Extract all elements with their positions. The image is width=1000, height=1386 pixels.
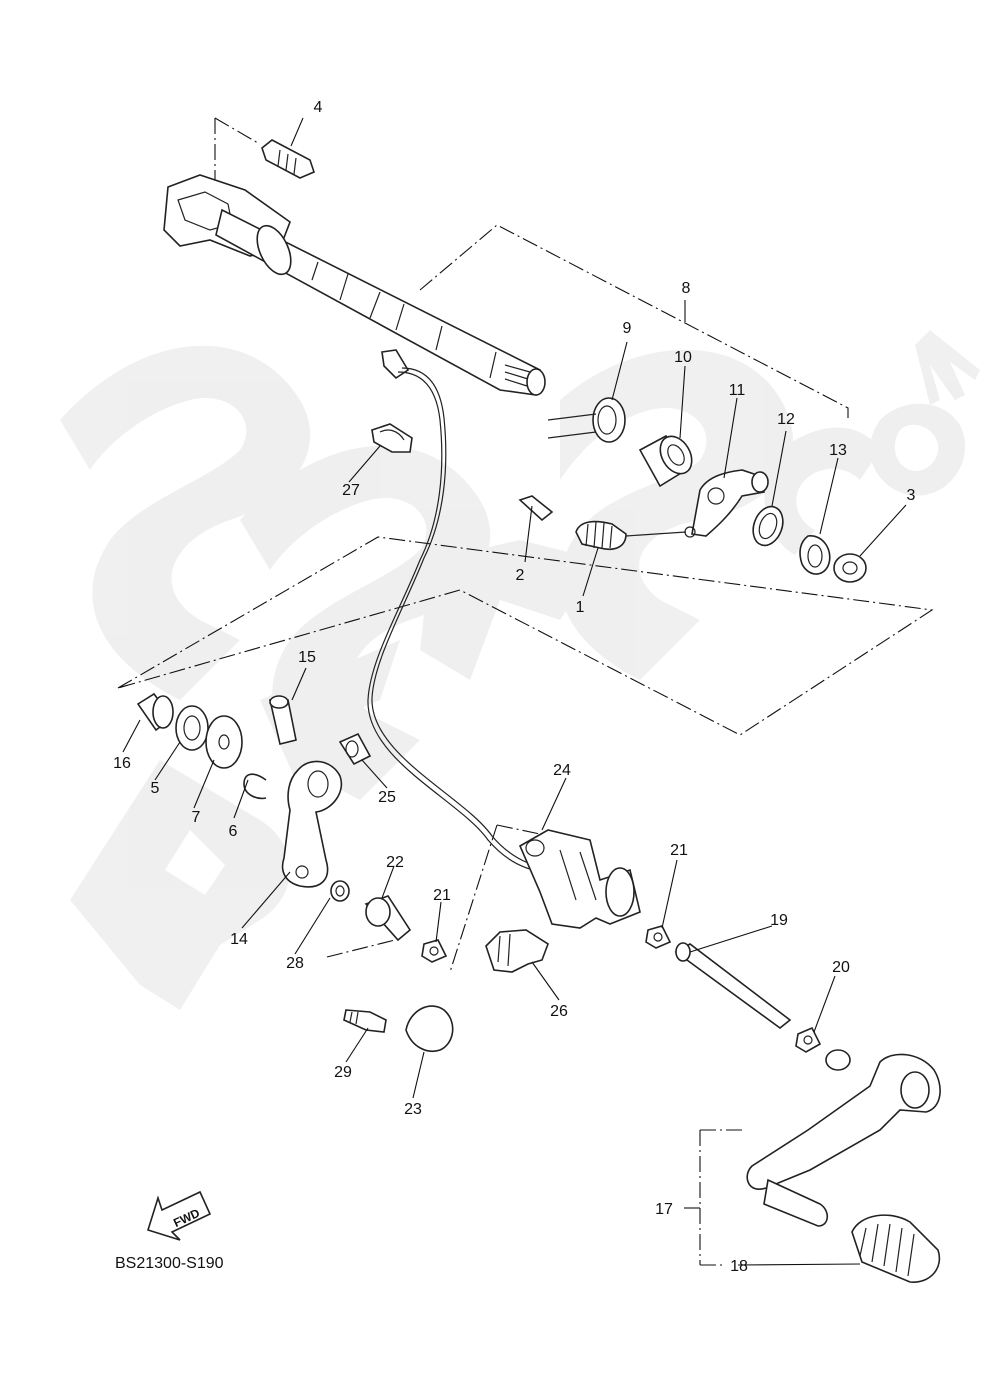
part-18-pedal-rubber [851,1214,941,1283]
part-24-shift-drum-assembly [518,829,641,929]
callout-21a: 21 [670,842,688,859]
part-15-bolt [268,695,297,745]
part-27-cable-clamp [371,423,413,453]
part-9-spring [547,397,626,443]
part-28-washer [330,880,350,902]
part-20-nut [795,1026,822,1053]
part-19-shift-rod [674,942,792,1030]
callout-28: 28 [286,955,304,972]
callout-29: 29 [334,1064,352,1081]
part-12-washer [752,505,784,547]
part-23-rubber-cap [405,1005,454,1052]
part-4-bolt [261,139,315,179]
part-14-shift-arm [281,760,343,888]
callout-2: 2 [516,567,525,584]
watermark-logo [60,330,980,1010]
part-11-stopper-lever [691,469,769,537]
part-21-nut-a [421,939,448,963]
callout-23: 23 [404,1101,422,1118]
callout-16: 16 [113,755,131,772]
part-25-clamp [338,732,372,766]
callout-11: 11 [729,382,746,399]
part-13-circlip [799,535,831,575]
callout-19: 19 [770,912,788,929]
callout-14: 14 [230,931,248,948]
part-22-joint [364,895,412,942]
shift-shaft [163,174,546,396]
part-5-oil-seal [175,705,209,751]
callout-7: 7 [192,809,201,826]
callout-1: 1 [576,599,585,616]
part-16-bearing [136,692,174,732]
part-21-nut-b [645,925,672,949]
part-29-bolt [343,1009,387,1033]
part-17-shift-pedal [746,1049,941,1227]
part-6-circlip [243,773,267,800]
callout-5: 5 [151,780,160,797]
callout-13: 13 [829,442,847,459]
sensor-cable [367,349,550,873]
callout-26: 26 [550,1003,568,1020]
callout-22: 22 [386,854,404,871]
callout-25: 25 [378,789,396,806]
part-1-spring [575,520,696,550]
callout-4: 4 [314,99,323,116]
leader-lines [122,117,907,1266]
callout-10: 10 [674,349,692,366]
part-2-bolt [518,495,554,522]
part-10-collar [638,434,693,488]
callout-20: 20 [832,959,850,976]
part-26-cover-clip [485,929,549,973]
callout-18: 18 [730,1258,748,1275]
callout-15: 15 [298,649,316,666]
callout-8: 8 [682,280,691,297]
diagram-code: BS21300-S190 [115,1255,224,1272]
callout-3: 3 [907,487,916,504]
part-3-washer [833,553,867,583]
callout-27: 27 [342,482,360,499]
callout-12: 12 [777,411,795,428]
callout-9: 9 [623,320,632,337]
callout-24: 24 [553,762,571,779]
part-7-washer [205,715,243,769]
callout-numbers: 4 8 9 10 11 12 13 3 27 2 1 15 16 5 25 24… [113,99,915,1275]
fwd-arrow-icon: FWD [146,1190,212,1241]
assembly-outlines [117,117,934,1266]
callout-21b: 21 [433,887,451,904]
callout-6: 6 [229,823,238,840]
callout-17: 17 [655,1201,673,1218]
